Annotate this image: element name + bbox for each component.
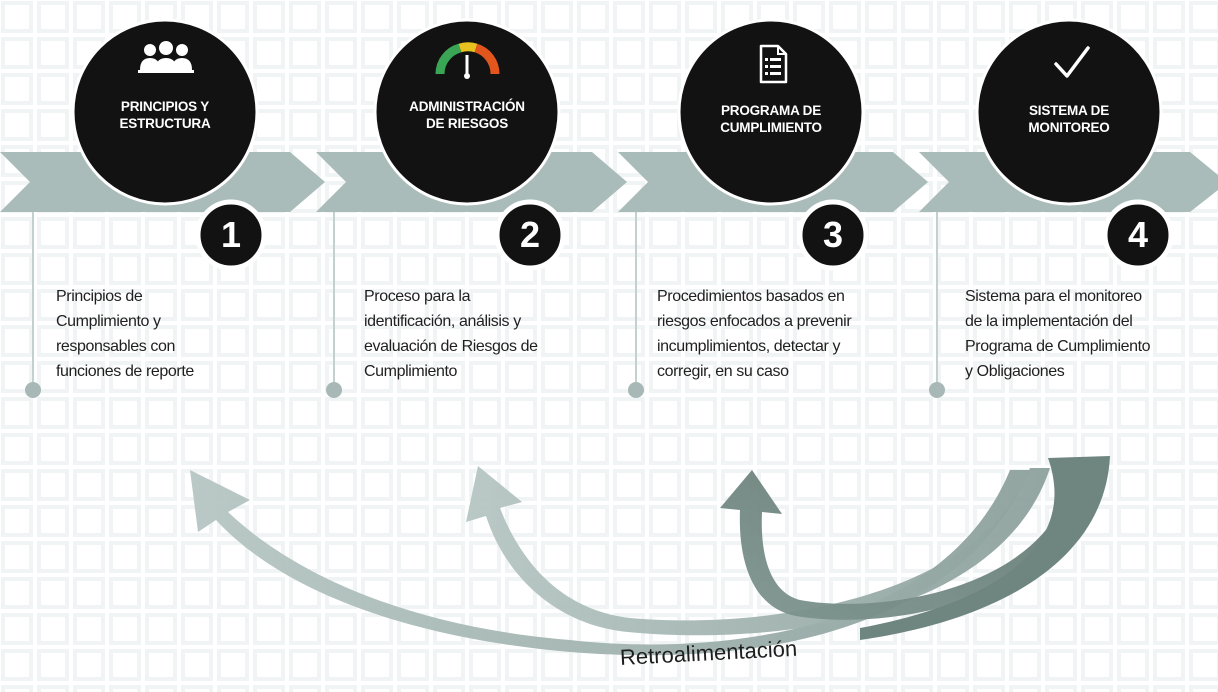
gauge-icon: [435, 42, 500, 79]
step-4-title: SISTEMA DE MONITOREO: [1028, 103, 1110, 135]
step-2-title: ADMINISTRACIÓN DE RIESGOS: [409, 99, 525, 131]
title-circle-4: [975, 18, 1163, 206]
connector-dot-3: [628, 382, 644, 398]
step-3-title: PROGRAMA DE CUMPLIMIENTO: [720, 103, 822, 135]
title-circles: [71, 18, 1163, 206]
connector-dot-4: [929, 382, 945, 398]
title-circle-2: [373, 18, 561, 206]
feedback-arrows: [190, 456, 1110, 656]
step-1-description: Principios de Cumplimiento y responsable…: [56, 288, 194, 380]
feedback-arrow-2: [466, 466, 1050, 636]
number-circles: [195, 199, 1174, 271]
step-4-number: 4: [1127, 214, 1149, 255]
step-4-description: Sistema para el monitoreo de la implemen…: [965, 288, 1151, 380]
number-circle-2: [494, 199, 566, 271]
title-circle-1: [71, 18, 259, 206]
number-circle-3: [797, 199, 869, 271]
step-1-number: 1: [220, 214, 242, 255]
step-3-number: 3: [822, 214, 844, 255]
checkmark-icon: [1054, 46, 1090, 78]
step-3-description: Procedimientos basados en riesgos enfoca…: [657, 288, 852, 380]
number-circle-4: [1102, 199, 1174, 271]
step-1-title: PRINCIPIOS Y ESTRUCTURA: [119, 99, 211, 131]
checklist-document-icon: [759, 44, 788, 84]
feedback-arrow-1: [190, 470, 1030, 656]
feedback-arrow-source: [860, 456, 1110, 640]
people-group-icon: [138, 41, 194, 73]
connectors: [25, 212, 945, 398]
number-circle-1: [195, 199, 267, 271]
connector-dot-1: [25, 382, 41, 398]
step-2-description: Proceso para la identificación, análisis…: [364, 288, 538, 380]
connector-dot-2: [326, 382, 342, 398]
title-circle-3: [677, 18, 865, 206]
step-2-number: 2: [519, 214, 541, 255]
